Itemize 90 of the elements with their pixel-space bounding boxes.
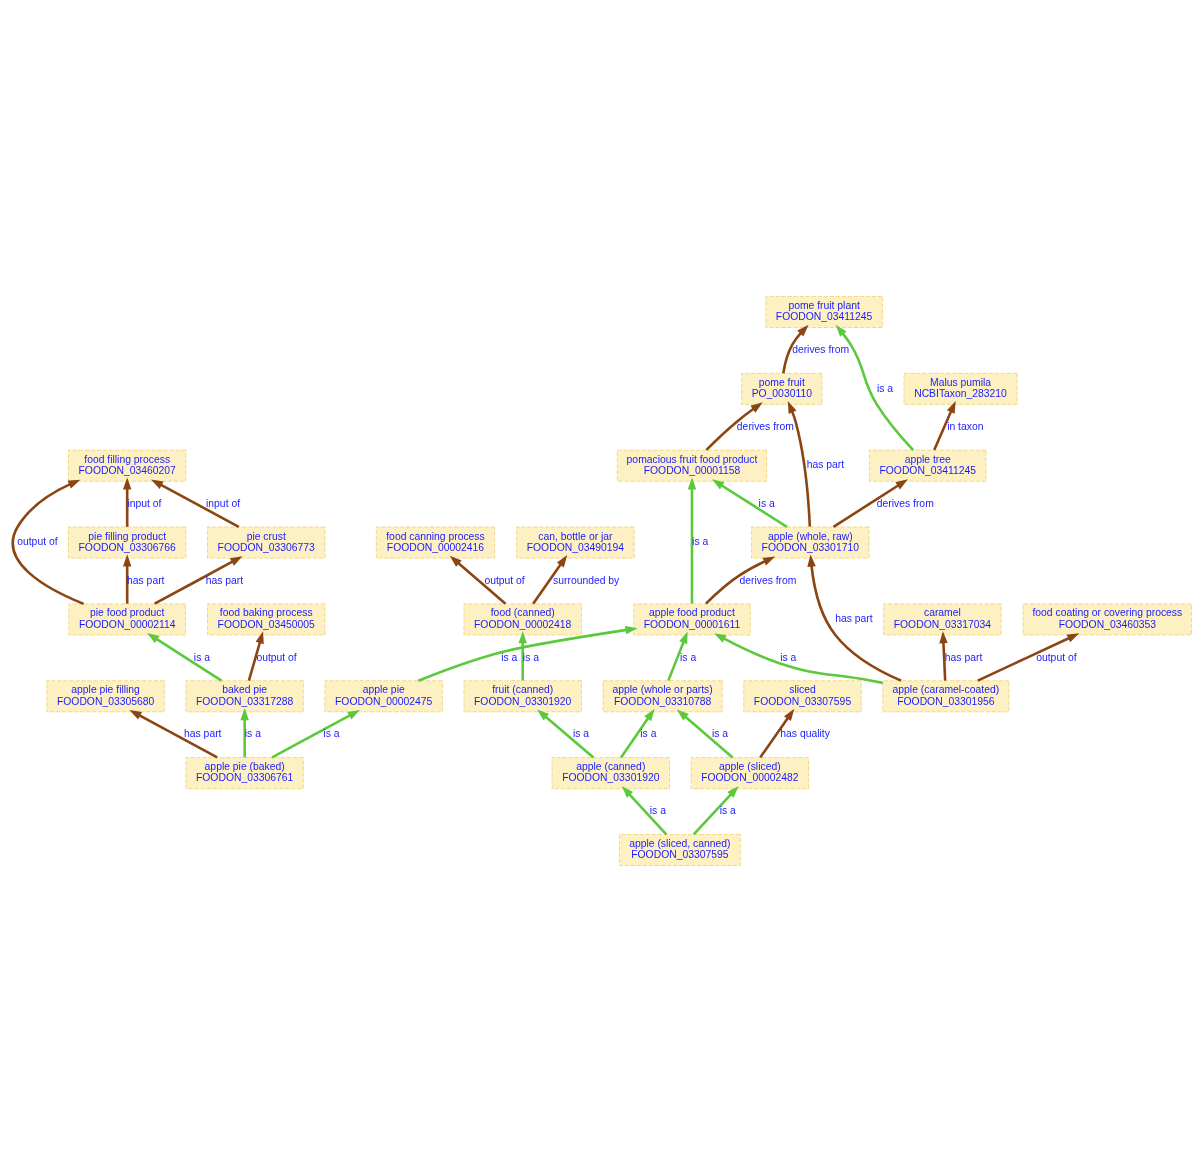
node-box: pomacious fruit food product FOODON_00001158 xyxy=(616,449,768,482)
arrow xyxy=(787,401,812,527)
arrow xyxy=(705,402,763,451)
edge-label: input of xyxy=(206,497,241,509)
node-box: pie crust FOODON_03306773 xyxy=(207,526,326,559)
arrow xyxy=(247,631,264,681)
edge-label: has part xyxy=(806,459,845,471)
arrow xyxy=(154,556,243,605)
edge-label: derives from xyxy=(876,497,934,509)
edge-label: derives from xyxy=(736,420,794,432)
edge-label: is a xyxy=(640,728,657,740)
edge-label: is a xyxy=(711,728,729,740)
node-box: apple pie FOODON_00002475 xyxy=(324,680,443,713)
arrow xyxy=(713,633,883,685)
arrow xyxy=(271,709,360,759)
node-box: apple food product FOODON_00001611 xyxy=(633,603,751,636)
arrow xyxy=(532,555,568,605)
node-box: food baking process FOODON_03450005 xyxy=(207,603,326,636)
arrow xyxy=(807,554,902,682)
node-box: Malus pumila NCBITaxon_283210 xyxy=(903,372,1018,405)
arrow xyxy=(835,324,915,452)
arrow xyxy=(150,479,240,528)
arrow xyxy=(129,709,218,759)
node-box: fruit (canned) FOODON_03301920 xyxy=(463,680,582,713)
edge-label: derives from xyxy=(739,574,797,586)
arrow xyxy=(449,555,507,605)
arrow xyxy=(667,631,688,682)
arrow xyxy=(933,400,956,451)
edge-label: is a xyxy=(758,497,775,509)
node-box: pie filling product FOODON_03306766 xyxy=(68,526,187,559)
edge-label: is a xyxy=(649,805,666,817)
node-box: baked pie FOODON_03317288 xyxy=(185,680,304,713)
edge-label: output of xyxy=(1036,651,1077,663)
edge-label: is a xyxy=(876,382,894,394)
arrow xyxy=(692,785,739,836)
arrow xyxy=(712,479,788,528)
edge-label: is a xyxy=(680,651,697,663)
node-box: apple (canned) FOODON_03301920 xyxy=(551,757,670,790)
arrow xyxy=(122,554,132,604)
node-box: pie food product FOODON_00002114 xyxy=(68,603,186,636)
arrow xyxy=(977,633,1080,682)
node-box: apple (sliced) FOODON_00002482 xyxy=(690,757,809,790)
node-box: apple (sliced, canned) FOODON_03307595 xyxy=(619,834,741,866)
edge-label: has quality xyxy=(780,728,830,740)
node-box: apple pie (baked) FOODON_03306761 xyxy=(185,757,304,790)
arrow xyxy=(122,477,132,527)
edge-label: is a xyxy=(719,805,736,817)
edge-label: output of xyxy=(484,574,525,586)
node-box: pome fruit PO_0030110 xyxy=(741,372,823,405)
node-box: pome fruit plant FOODON_03411245 xyxy=(765,296,883,328)
node-box: food (canned) FOODON_00002418 xyxy=(463,603,582,636)
edge-label: is a xyxy=(323,728,340,740)
arrow xyxy=(939,631,948,681)
node-box: sliced FOODON_03307595 xyxy=(743,680,862,713)
node-box: food canning process FOODON_00002416 xyxy=(375,526,496,559)
edge-label: output of xyxy=(17,536,58,548)
node-box: can, bottle or jar FOODON_03490194 xyxy=(516,526,635,559)
arrow xyxy=(687,477,697,604)
edge-label: has part xyxy=(835,613,873,625)
edge-label: derives from xyxy=(792,344,850,356)
arrow xyxy=(621,785,668,836)
edge-label: is a xyxy=(501,651,518,663)
edge-label: is a xyxy=(193,651,210,663)
arrow xyxy=(759,708,795,759)
arrow xyxy=(782,324,809,374)
arrow xyxy=(619,708,655,759)
edge-label: is a xyxy=(780,651,797,663)
node-box: apple (caramel-coated) FOODON_03301956 xyxy=(882,680,1010,713)
node-box: food filling process FOODON_03460207 xyxy=(68,449,187,482)
arrow xyxy=(676,709,734,759)
edge-label: is a xyxy=(572,728,590,740)
arrow xyxy=(537,709,595,759)
edge-label: input of xyxy=(127,497,162,509)
edge-label: output of xyxy=(256,651,297,663)
arrow xyxy=(417,625,638,682)
edge-label: surrounded by xyxy=(553,574,620,586)
arrow xyxy=(705,556,776,605)
arrow xyxy=(832,479,908,528)
node-box: caramel FOODON_03317034 xyxy=(883,603,1002,636)
node-box: apple (whole, raw) FOODON_03301710 xyxy=(751,526,870,559)
arrow xyxy=(147,632,223,682)
edge-label: has part xyxy=(944,651,983,663)
arrow xyxy=(11,479,85,606)
edge-label: has part xyxy=(184,728,222,740)
edge-label: in taxon xyxy=(947,420,984,432)
edge-label: has part xyxy=(205,574,244,586)
node-box: food coating or covering process FOODON_03460353 xyxy=(1022,603,1192,636)
node-box: apple pie filling FOODON_03305680 xyxy=(46,680,165,713)
node-box: apple tree FOODON_03411245 xyxy=(869,449,987,482)
node-box: apple (whole or parts) FOODON_03310788 xyxy=(602,680,723,713)
